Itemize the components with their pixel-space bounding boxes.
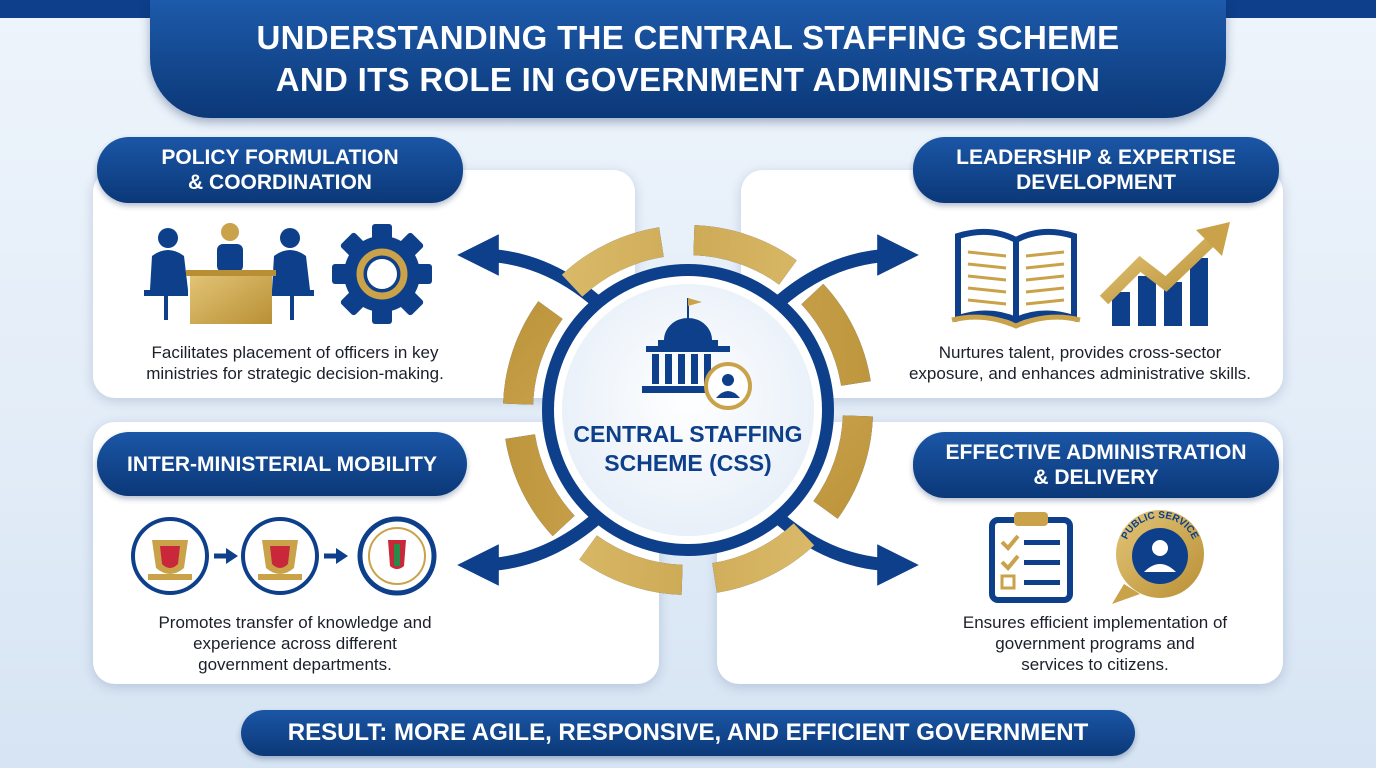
mobility-description: Promotes transfer of knowledge and exper… [95,612,495,675]
gear-icon [332,224,432,324]
leadership-desc-line-2: exposure, and enhances administrative sk… [908,364,1252,383]
mobility-title: INTER-MINISTERIAL MOBILITY [97,432,467,496]
ministry-emblem-icon-3 [357,516,437,596]
policy-description: Facilitates placement of officers in key… [95,342,495,384]
administration-title-line-2: & DELIVERY [1033,466,1159,489]
leadership-title-line-1: LEADERSHIP & EXPERTISE [956,146,1236,169]
mobility-desc-line-3: government departments. [198,655,392,674]
administration-desc-line-3: services to citizens. [1021,655,1169,674]
result-text: RESULT: MORE AGILE, RESPONSIVE, AND EFFI… [287,719,1089,746]
transfer-arrowhead-icon-1 [226,548,238,564]
leadership-title: LEADERSHIP & EXPERTISE DEVELOPMENT [913,137,1279,203]
government-building-icon [642,298,734,393]
leadership-desc-line-1: Nurtures talent, provides cross-sector [938,343,1222,362]
policy-desc-line-2: ministries for strategic decision-making… [146,364,444,383]
policy-title-line-2: & COORDINATION [188,171,372,194]
officer-badge-icon [704,362,752,410]
title-banner: UNDERSTANDING THE CENTRAL STAFFING SCHEM… [150,0,1226,118]
checklist-icon [989,512,1073,603]
policy-title: POLICY FORMULATION & COORDINATION [97,137,463,203]
result-bar: RESULT: MORE AGILE, RESPONSIVE, AND EFFI… [241,710,1135,756]
title-line-2: AND ITS ROLE IN GOVERNMENT ADMINISTRATIO… [275,61,1101,98]
open-book-icon [951,228,1081,329]
meeting-icon [144,223,314,324]
center-label-line-2: SCHEME (CSS) [604,450,772,476]
center-label: CENTRAL STAFFING SCHEME (CSS) [550,420,826,478]
leadership-description: Nurtures talent, provides cross-sector e… [880,342,1280,384]
ministry-emblem-icon-1 [131,517,209,595]
center-disc [562,284,814,536]
center-label-line-1: CENTRAL STAFFING [573,421,803,447]
outer-ring [503,224,874,596]
policy-desc-line-1: Facilitates placement of officers in key [151,343,439,362]
administration-title-line-1: EFFECTIVE ADMINISTRATION [945,441,1247,464]
mobility-title-line-1: INTER-MINISTERIAL MOBILITY [127,452,437,476]
administration-desc-line-2: government programs and [995,634,1195,653]
public-service-badge-icon [1112,510,1204,604]
ministry-emblem-icon-2 [241,517,319,595]
mobility-desc-line-1: Promotes transfer of knowledge and [158,613,432,632]
transfer-arrowhead-icon-2 [336,548,348,564]
growth-chart-icon [1099,222,1230,326]
administration-description: Ensures efficient implementation of gove… [895,612,1295,675]
mobility-desc-line-2: experience across different [193,634,397,653]
administration-desc-line-1: Ensures efficient implementation of [962,613,1228,632]
administration-title: EFFECTIVE ADMINISTRATION & DELIVERY [913,432,1279,498]
policy-title-line-1: POLICY FORMULATION [161,146,399,169]
title-line-1: UNDERSTANDING THE CENTRAL STAFFING SCHEM… [256,19,1120,56]
leadership-title-line-2: DEVELOPMENT [1016,171,1176,194]
